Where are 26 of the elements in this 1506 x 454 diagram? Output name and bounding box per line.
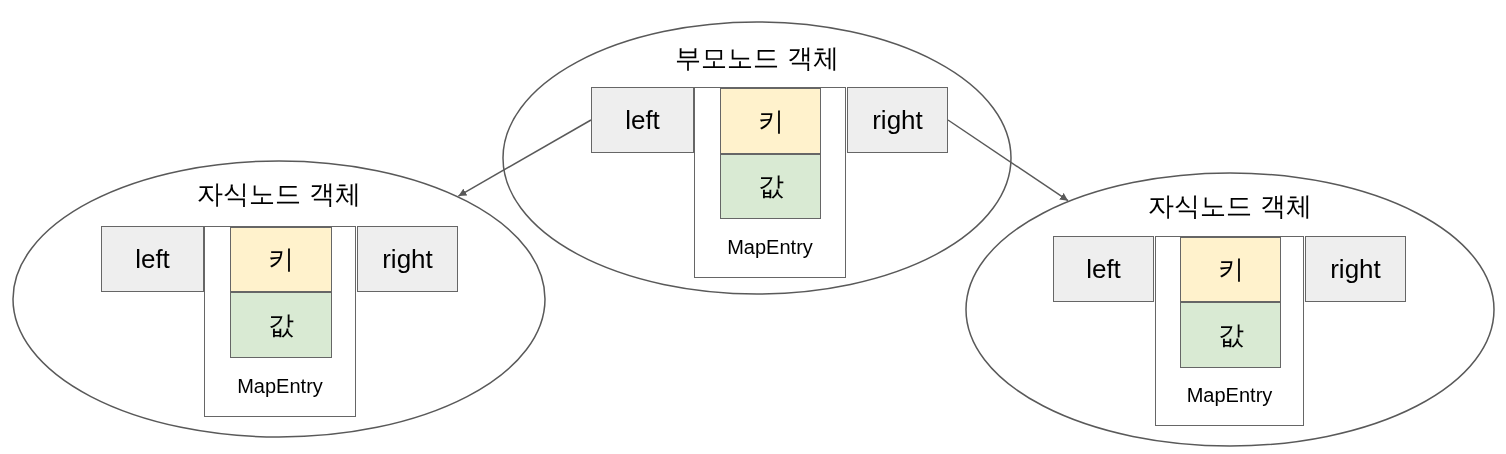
field-box: left bbox=[591, 87, 694, 153]
entry-box bbox=[1155, 236, 1304, 426]
entry-label: MapEntry bbox=[236, 375, 324, 398]
arrow bbox=[947, 119, 1069, 202]
key-cell: 키 bbox=[1180, 237, 1281, 302]
value-cell: 값 bbox=[720, 154, 821, 219]
object-ellipse bbox=[12, 160, 546, 438]
entry-box bbox=[694, 87, 846, 278]
field-box: right bbox=[1305, 236, 1406, 302]
entry-box bbox=[204, 226, 356, 417]
field-box: right bbox=[357, 226, 458, 292]
key-cell: 키 bbox=[230, 227, 332, 292]
arrow bbox=[457, 119, 592, 197]
value-cell: 값 bbox=[1180, 302, 1281, 368]
field-box: left bbox=[101, 226, 204, 292]
field-box: left bbox=[1053, 236, 1154, 302]
object-title: 부모노드 객체 bbox=[674, 42, 840, 75]
key-cell: 키 bbox=[720, 88, 821, 154]
object-title: 자식노드 객체 bbox=[1147, 190, 1313, 223]
object-ellipse bbox=[502, 21, 1012, 295]
value-cell: 값 bbox=[230, 292, 332, 358]
object-ellipse bbox=[965, 172, 1495, 447]
entry-label: MapEntry bbox=[1185, 384, 1274, 407]
entry-label: MapEntry bbox=[726, 236, 814, 259]
field-box: right bbox=[847, 87, 948, 153]
object-title: 자식노드 객체 bbox=[196, 178, 362, 211]
